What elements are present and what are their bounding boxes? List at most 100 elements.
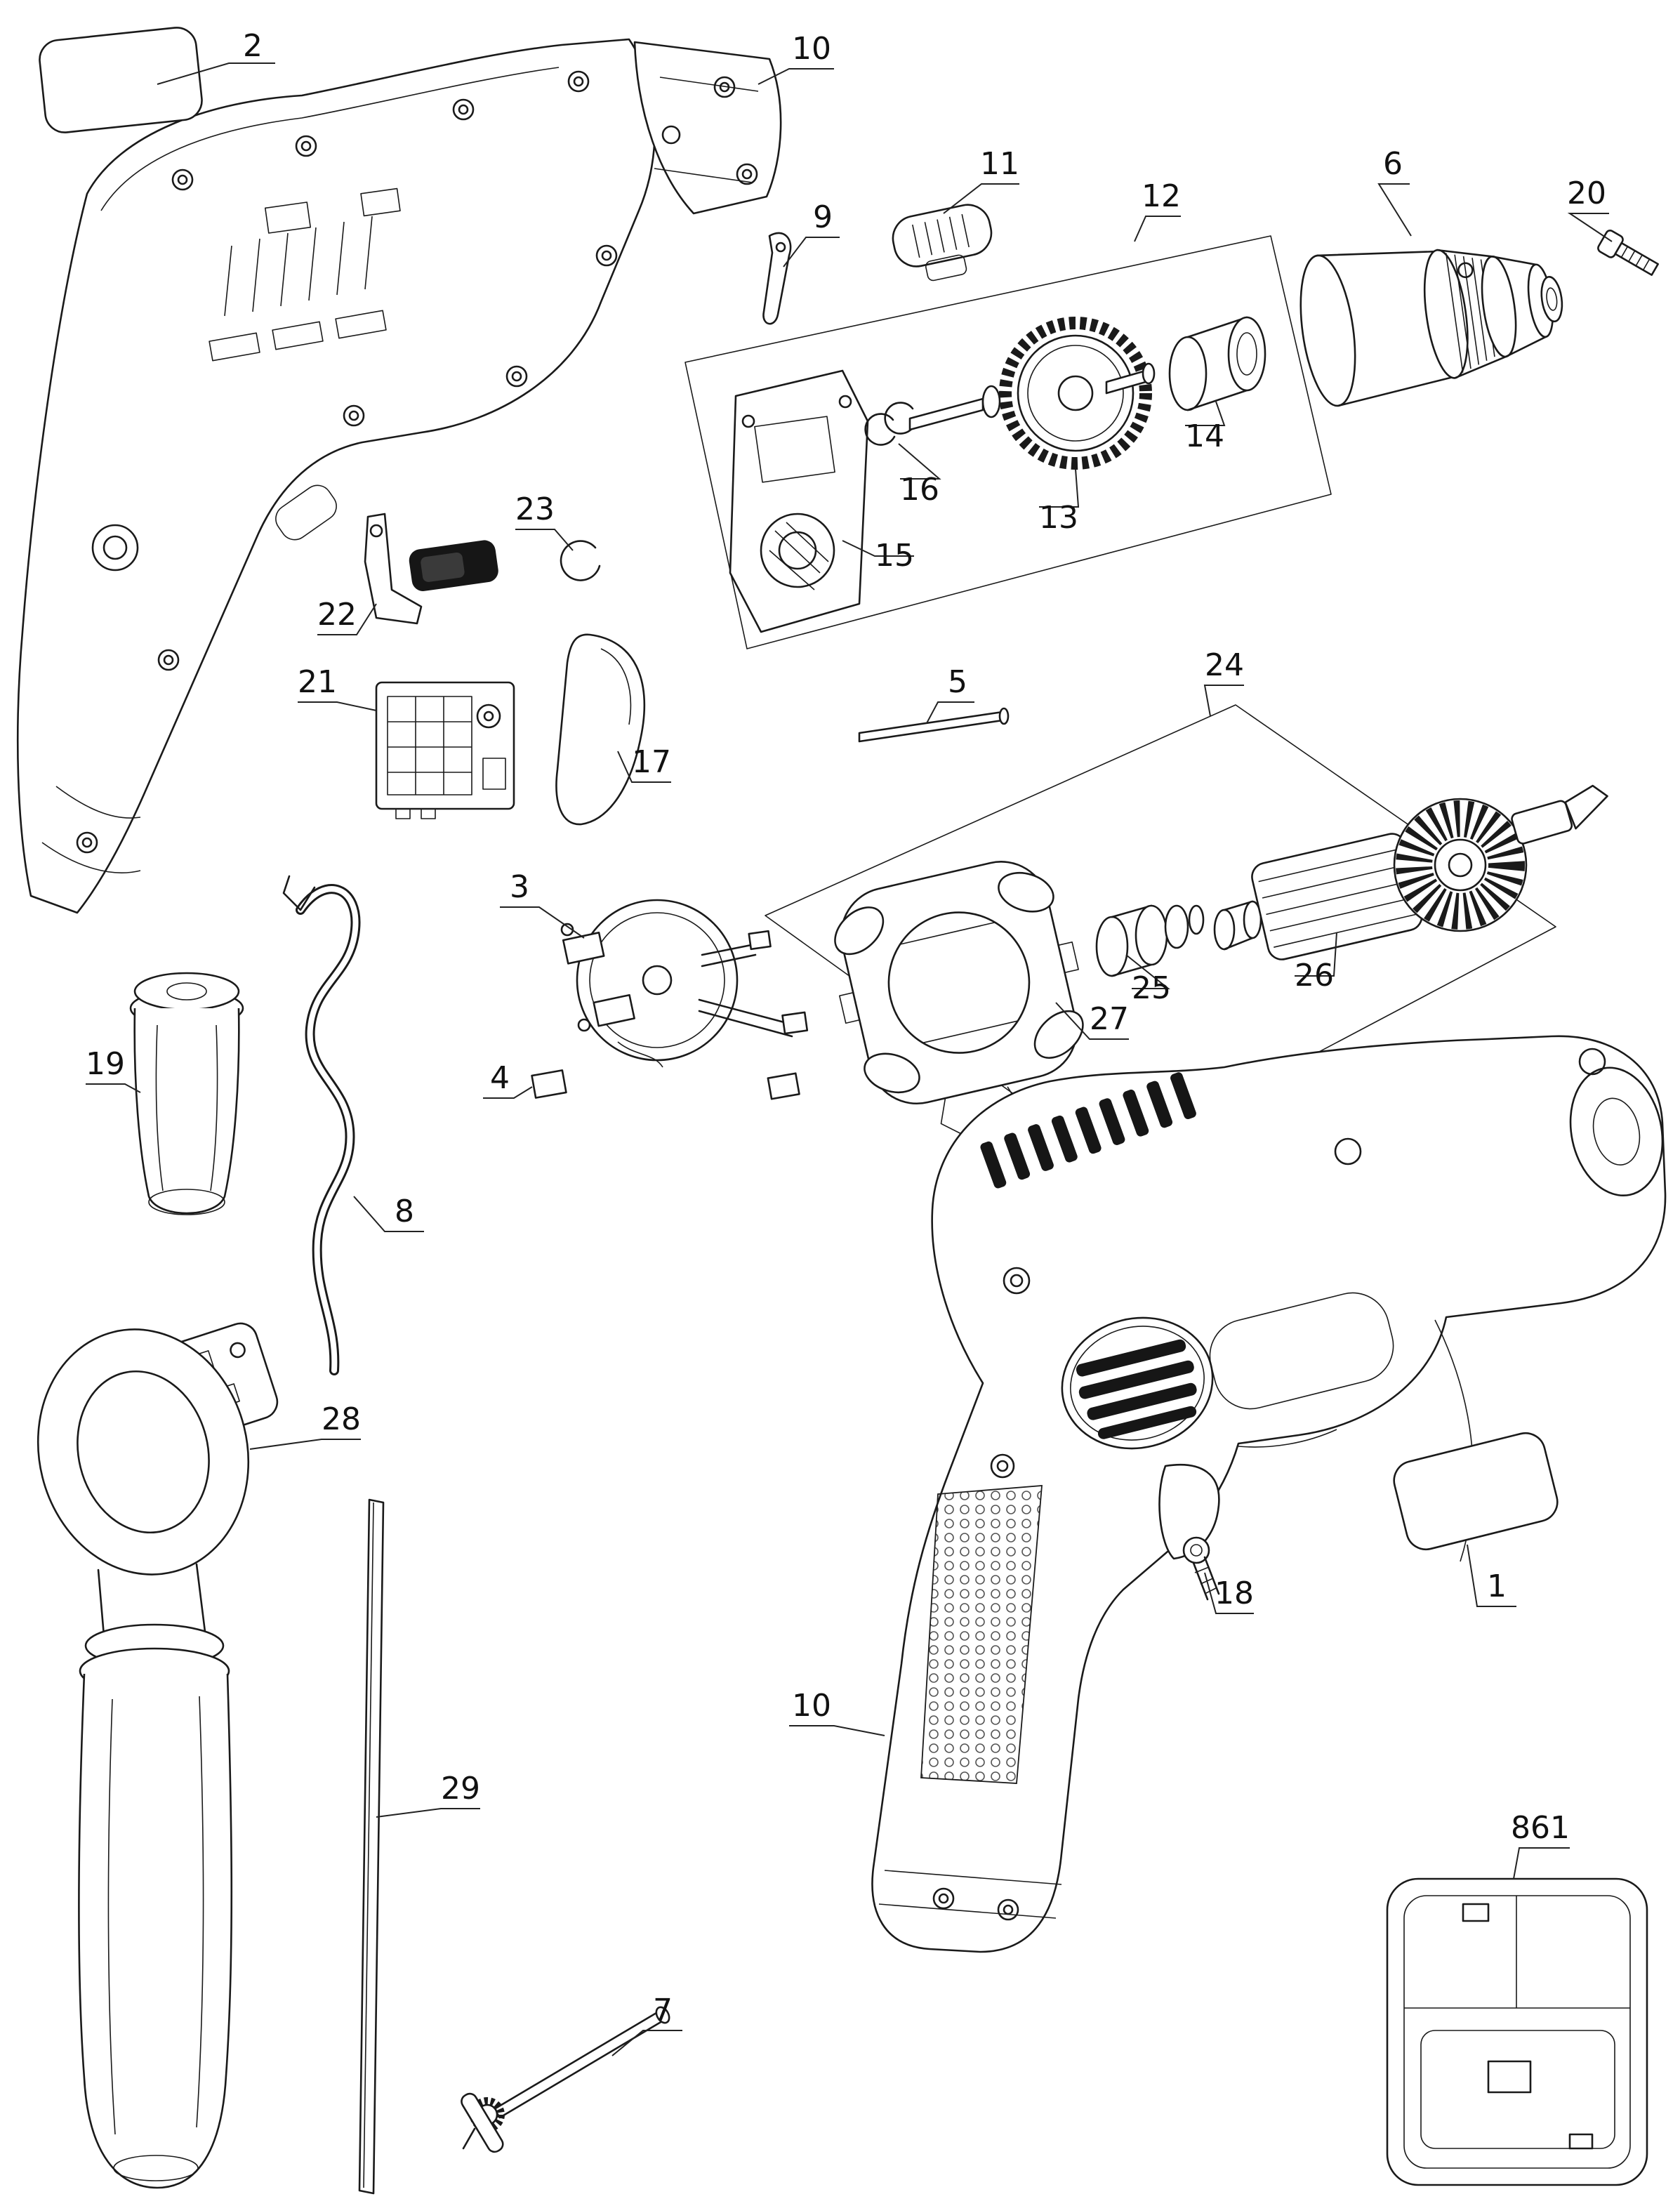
callout-28: 28	[249, 1401, 361, 1450]
callout-leader	[926, 701, 974, 724]
callout-label: 16	[900, 472, 939, 508]
kit-box	[1386, 1877, 1648, 2186]
reversing-lever	[762, 232, 792, 325]
callout-label: 3	[510, 869, 529, 905]
vent-grille	[1061, 1316, 1214, 1450]
callout-leader	[898, 443, 941, 480]
callout-leader	[617, 751, 671, 783]
callout-label: 26	[1295, 958, 1334, 993]
drive-pin	[858, 707, 1010, 743]
callout-1: 1	[1467, 1544, 1516, 1607]
callout-18: 18	[1204, 1572, 1254, 1614]
armature	[1213, 784, 1608, 960]
callout-leader	[1039, 468, 1080, 508]
trigger-cover	[555, 633, 646, 826]
callout-label: 8	[395, 1194, 414, 1229]
callout-12: 12	[1134, 178, 1181, 242]
callout-label: 27	[1090, 1001, 1129, 1037]
callout-leader	[789, 1725, 885, 1736]
callout-label: 20	[1567, 176, 1606, 211]
drill-body	[871, 1035, 1667, 1953]
callout-5: 5	[926, 664, 974, 724]
callout-leader	[353, 1196, 424, 1232]
callout-leader	[515, 529, 574, 551]
callout-10-body: 10	[789, 1688, 885, 1736]
vent-louvers	[980, 1072, 1196, 1189]
callout-leader	[1134, 216, 1181, 242]
callout-27: 27	[1055, 1001, 1129, 1040]
callout-leader	[1567, 213, 1613, 242]
housing-ribs	[209, 187, 401, 362]
brush-end-plate	[560, 899, 809, 1068]
callout-label: 6	[1383, 146, 1403, 182]
callout-6: 6	[1377, 146, 1412, 237]
callout-leader	[943, 183, 1019, 214]
callout-label: 10	[792, 1688, 831, 1724]
callouts: 2 10 9 11 12 6 20 1 4	[86, 28, 1613, 2056]
callout-8: 8	[353, 1194, 424, 1232]
switch-module	[375, 681, 515, 819]
callout-leader	[1467, 1544, 1516, 1607]
callout-label: 12	[1142, 178, 1181, 214]
callout-4: 4	[483, 1060, 533, 1099]
grip-texture	[920, 1485, 1043, 1784]
carbon-brushes	[531, 1069, 800, 1100]
callout-leader	[1055, 1002, 1129, 1040]
callout-20: 20	[1567, 176, 1613, 242]
drill-chuck	[1299, 249, 1563, 407]
callout-leader	[1204, 1572, 1254, 1614]
side-handle	[37, 1322, 279, 2189]
nameplate	[39, 27, 203, 133]
callout-29: 29	[376, 1771, 480, 1818]
callout-label: 861	[1511, 1810, 1570, 1846]
callout-7: 7	[611, 1993, 682, 2056]
callout-3: 3	[500, 869, 585, 939]
power-cord	[282, 875, 361, 1375]
callout-22: 22	[317, 597, 377, 635]
callout-label: 17	[632, 744, 671, 780]
callout-9: 9	[783, 199, 840, 268]
callout-2: 2	[157, 28, 275, 85]
callout-leader	[249, 1439, 361, 1450]
callout-leader	[500, 906, 585, 939]
callout-label: 1	[1487, 1568, 1507, 1604]
callout-label: 21	[298, 664, 337, 700]
callout-leader	[1185, 401, 1226, 426]
callout-leader	[86, 1083, 141, 1093]
screw-bosses	[76, 70, 618, 854]
motor-bearing	[1095, 904, 1205, 977]
callout-label: 2	[243, 28, 263, 64]
callout-label: 25	[1132, 970, 1171, 1006]
callout-leader	[1203, 685, 1244, 717]
callout-label: 23	[515, 491, 555, 527]
callout-label: 18	[1215, 1576, 1254, 1611]
callout-leader	[483, 1086, 533, 1099]
handle-hole	[91, 524, 139, 572]
callout-leader	[1125, 954, 1170, 989]
callout-leader	[1295, 932, 1337, 977]
callout-11: 11	[943, 146, 1019, 214]
callout-15: 15	[842, 538, 914, 574]
spacer-sleeve	[1168, 316, 1266, 411]
callout-leader	[317, 603, 377, 635]
callout-label: 10	[792, 31, 831, 67]
brush-bracket	[364, 513, 498, 625]
callout-leader	[1513, 1847, 1570, 1880]
callout-label: 19	[86, 1046, 125, 1082]
bearing-housing	[729, 369, 869, 633]
callout-16: 16	[898, 443, 941, 508]
callout-label: 28	[322, 1401, 361, 1437]
trigger-opening	[275, 484, 337, 541]
callout-label: 9	[813, 199, 833, 235]
callout-19: 19	[86, 1046, 141, 1093]
handle-screw	[1182, 1536, 1220, 1601]
spindle-gear	[908, 317, 1156, 470]
label-plate	[1393, 1432, 1559, 1551]
callout-label: 7	[653, 1993, 673, 2028]
callout-26: 26	[1295, 932, 1337, 993]
callout-24: 24	[1203, 647, 1244, 717]
callout-label: 5	[948, 664, 967, 700]
chuck-screw	[1597, 230, 1659, 276]
callout-leader	[758, 68, 834, 85]
